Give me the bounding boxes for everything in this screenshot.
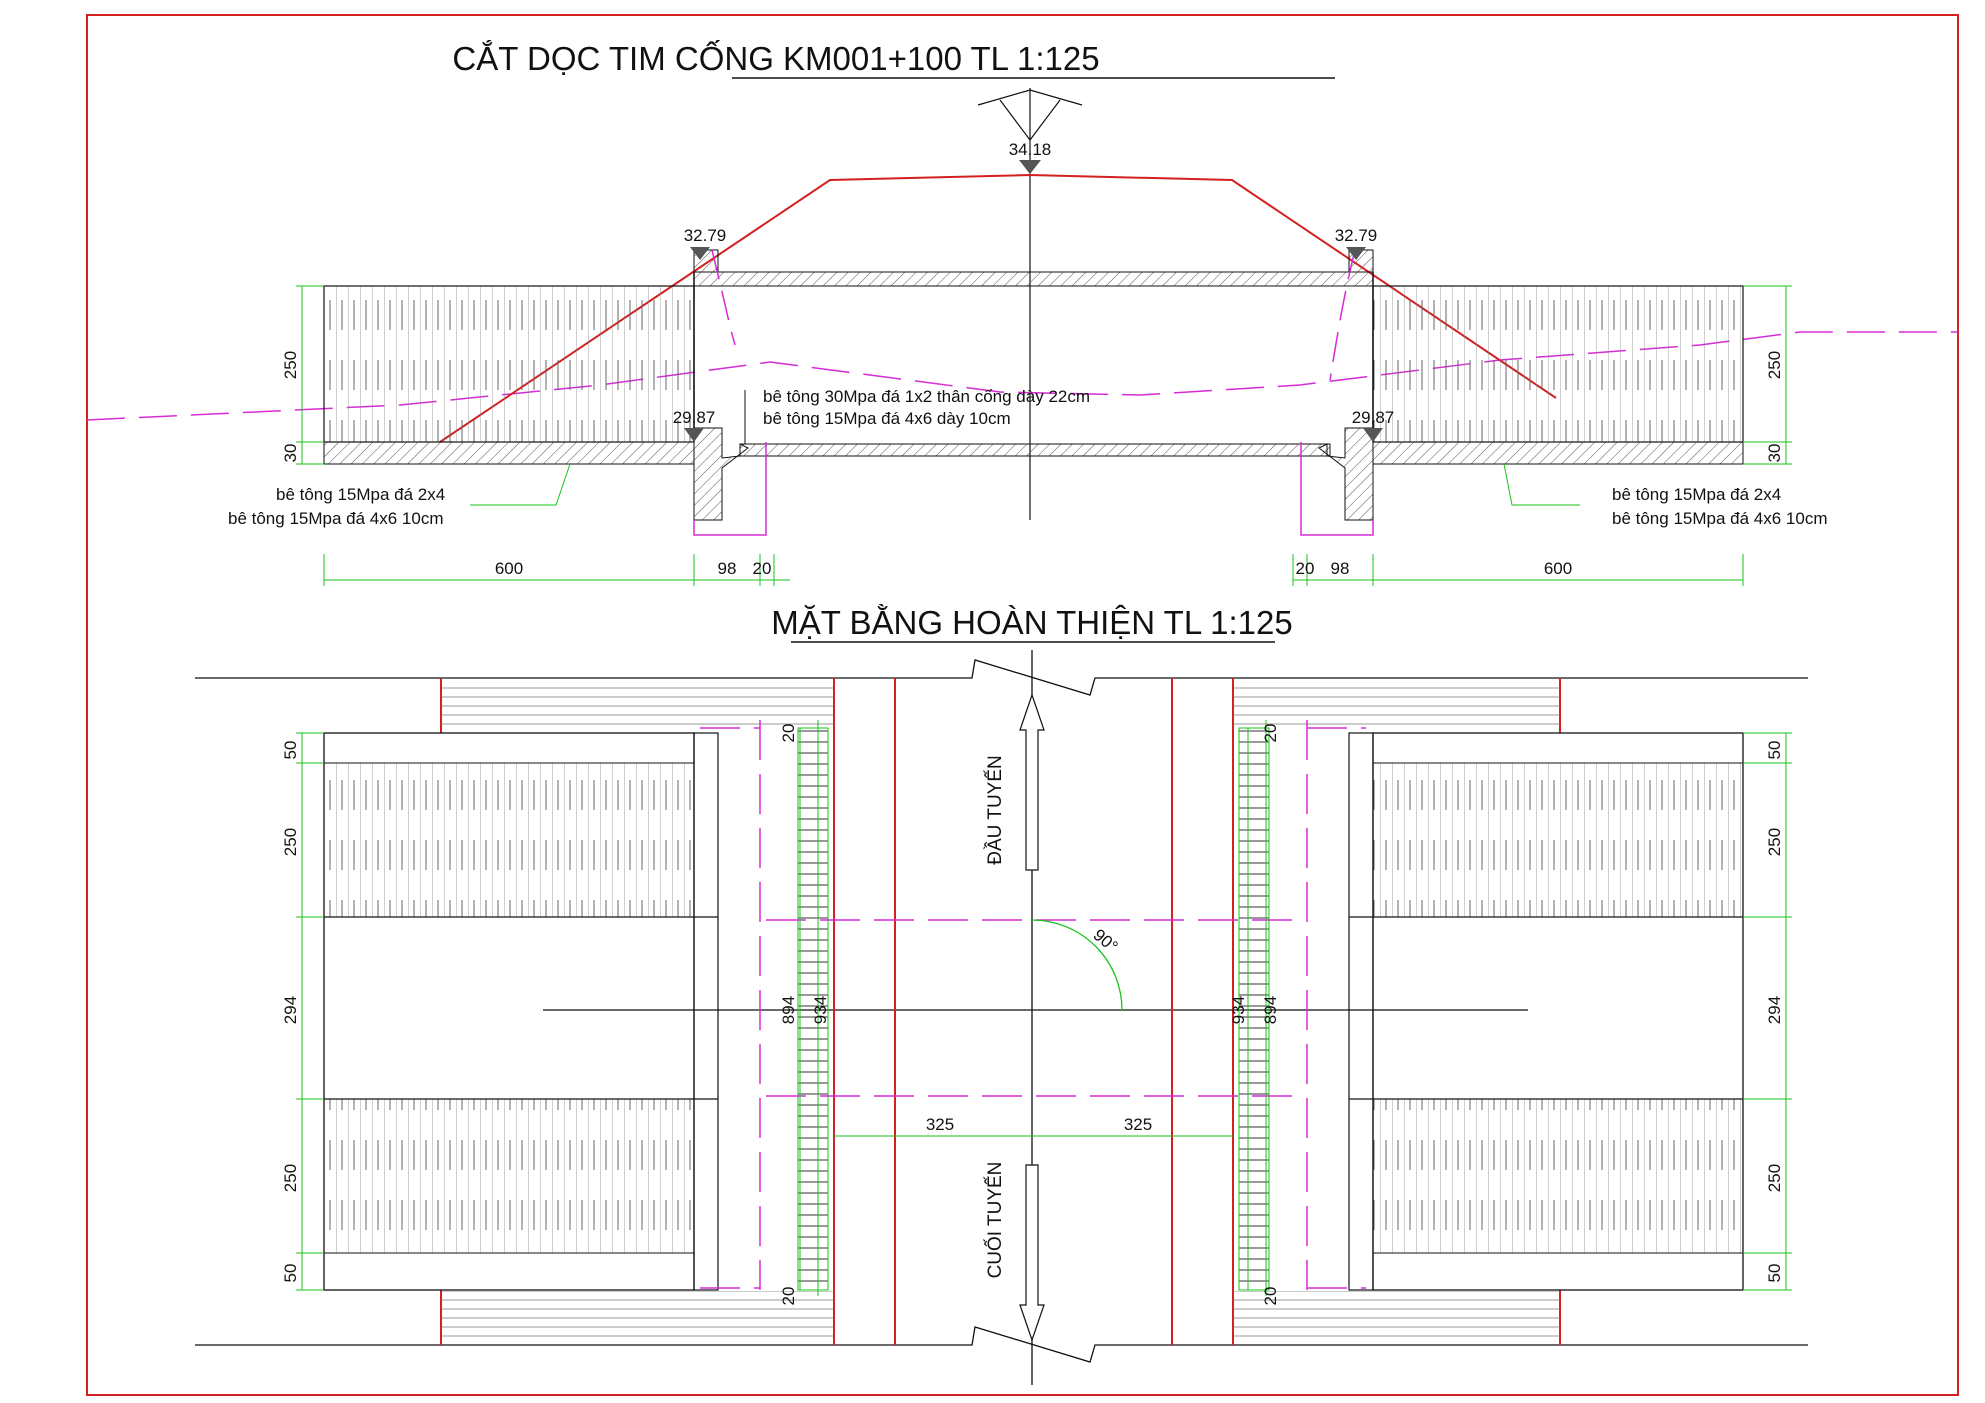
plan-dim-right-250-bottom: 250 xyxy=(1765,1164,1784,1192)
dim-left-20: 20 xyxy=(753,559,772,578)
note-left-line1: bê tông 15Mpa đá 2x4 xyxy=(276,485,445,504)
drawing-frame xyxy=(86,14,1959,1396)
section-vertical-dims-left xyxy=(296,285,1792,465)
left-cone-arc xyxy=(711,249,736,346)
right-ladder-hatch xyxy=(1238,727,1270,1291)
plan-dim-right-50-bottom: 50 xyxy=(1765,1264,1784,1283)
note-right-line1: bê tông 15Mpa đá 2x4 xyxy=(1612,485,1781,504)
left-headwall xyxy=(693,427,749,521)
right-plan-pitching-top xyxy=(1372,762,1744,918)
dim-right-20: 20 xyxy=(1296,559,1315,578)
plan-dim-bottom-20-right: 20 xyxy=(1261,1287,1280,1306)
slope-hatch-bottom-right xyxy=(1233,1291,1560,1341)
angle-arc xyxy=(1031,919,1123,1011)
direction-start-label: ĐẦU TUYẾN xyxy=(984,755,1006,864)
slope-hatch-bottom-left xyxy=(441,1291,834,1341)
elevation-left-invert-label: 29.87 xyxy=(673,408,716,427)
plan-dim-left-50-bottom: 50 xyxy=(281,1264,300,1283)
note-body-line2: bê tông 15Mpa đá 4x6 dày 10cm xyxy=(763,409,1011,428)
left-headwall-plan xyxy=(693,732,719,1291)
elevation-marker-left-head xyxy=(690,247,710,260)
right-headwall-plan xyxy=(1348,732,1374,1291)
right-headwall xyxy=(1318,427,1374,521)
plan-dim-325-right: 325 xyxy=(1124,1115,1152,1134)
dim-left-98: 98 xyxy=(718,559,737,578)
plan-dim-right-50-top: 50 xyxy=(1765,741,1784,760)
plan-dim-bottom-20-left: 20 xyxy=(779,1287,798,1306)
plan-dim-top-20-right: 20 xyxy=(1261,724,1280,743)
note-right-line2: bê tông 15Mpa đá 4x6 10cm xyxy=(1612,509,1827,528)
plan-dim-left-934: 934 xyxy=(811,996,830,1024)
plan-dim-right-934: 934 xyxy=(1229,996,1248,1024)
left-ladder-hatch xyxy=(797,727,829,1291)
right-cone-arc xyxy=(1329,249,1356,381)
elevation-marker-top xyxy=(1019,160,1041,174)
dim-left-30: 30 xyxy=(281,444,300,463)
dim-left-250: 250 xyxy=(281,351,300,379)
elevation-right-head-label: 32.79 xyxy=(1335,226,1378,245)
dim-right-600: 600 xyxy=(1544,559,1572,578)
dim-left-600: 600 xyxy=(495,559,523,578)
dim-right-30: 30 xyxy=(1765,444,1784,463)
note-leader-right xyxy=(1503,463,1580,506)
note-left-line2: bê tông 15Mpa đá 4x6 10cm xyxy=(228,509,443,528)
note-body-line1: bê tông 30Mpa đá 1x2 thân cống dày 22cm xyxy=(763,387,1090,406)
right-apron-slab xyxy=(1372,441,1744,465)
slope-hatch-top-right xyxy=(1233,682,1560,732)
direction-arrows xyxy=(1019,693,1045,1342)
section-view: CẮT DỌC TIM CỐNG KM001+100 TL 1:125 34.1… xyxy=(86,39,1958,586)
left-plan-pitching-top xyxy=(323,762,695,918)
plan-dim-right-294: 294 xyxy=(1765,996,1784,1024)
plan-dim-left-294: 294 xyxy=(281,996,300,1024)
elevation-marker-right-invert xyxy=(1363,428,1383,442)
section-title: CẮT DỌC TIM CỐNG KM001+100 TL 1:125 xyxy=(452,39,1099,77)
culvert-top-slab xyxy=(693,271,1374,287)
left-cutoff-outline xyxy=(693,442,767,536)
plan-vertical-dims xyxy=(296,720,1792,1296)
elevation-marker-right-head xyxy=(1346,247,1366,260)
elevation-left-head-label: 32.79 xyxy=(684,226,727,245)
angle-label: 90° xyxy=(1090,925,1122,956)
dim-right-250: 250 xyxy=(1765,351,1784,379)
plan-dim-left-250-top: 250 xyxy=(281,828,300,856)
elevation-right-invert-label: 29.87 xyxy=(1352,408,1395,427)
plan-dim-right-250-top: 250 xyxy=(1765,828,1784,856)
left-apron-block xyxy=(323,285,695,443)
direction-end-label: CUỐI TUYẾN xyxy=(984,1162,1006,1279)
elevation-top-label: 34.18 xyxy=(1009,140,1052,159)
plan-title: MẶT BẰNG HOÀN THIỆN TL 1:125 xyxy=(771,604,1292,641)
plan-culvert-outline xyxy=(700,720,1366,1290)
elevation-marker-left-invert xyxy=(684,428,704,442)
left-apron-slab xyxy=(323,441,695,465)
right-plan-pitching-bottom xyxy=(1372,1098,1744,1254)
left-plan-pitching-bottom xyxy=(323,1098,695,1254)
dim-right-98: 98 xyxy=(1331,559,1350,578)
plan-dim-left-250-bottom: 250 xyxy=(281,1164,300,1192)
right-apron-block xyxy=(1372,285,1744,443)
plan-dim-left-894: 894 xyxy=(779,996,798,1024)
culvert-bottom-slab xyxy=(739,443,1331,457)
plan-dim-right-894: 894 xyxy=(1261,996,1280,1024)
plan-view: MẶT BẰNG HOÀN THIỆN TL 1:125 xyxy=(195,604,1808,1385)
plan-dim-325-left: 325 xyxy=(926,1115,954,1134)
section-horizontal-dims xyxy=(323,554,1744,586)
plan-dim-left-50-top: 50 xyxy=(281,741,300,760)
right-cutoff-outline xyxy=(1300,442,1374,536)
note-leader-left xyxy=(470,463,571,506)
plan-dim-top-20-left: 20 xyxy=(779,724,798,743)
slope-hatch-top-left xyxy=(441,682,834,732)
